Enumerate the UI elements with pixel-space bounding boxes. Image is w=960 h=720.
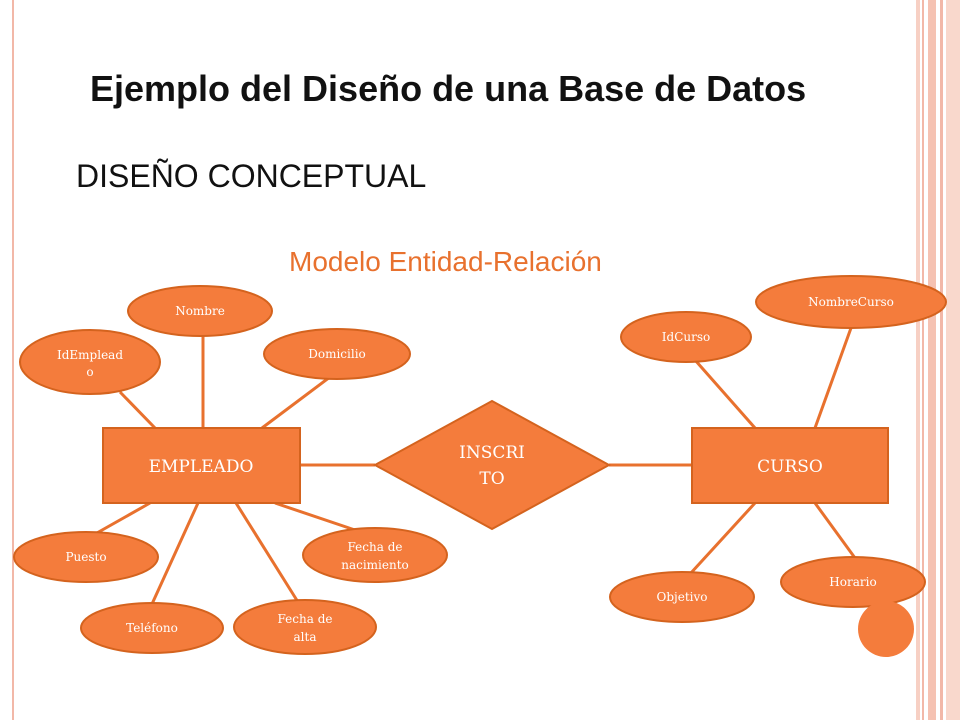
line-domicilio — [261, 375, 331, 430]
attribute-puesto: Puesto — [13, 531, 159, 583]
section-subtitle: DISEÑO CONCEPTUAL — [76, 158, 427, 194]
relationship-label-line1: INSCRI — [459, 443, 525, 463]
attribute-horario-label: Horario — [829, 575, 876, 589]
attribute-idempleado-label-line2: o — [86, 365, 93, 379]
page-title: Ejemplo del Diseño de una Base de Datos — [90, 68, 807, 109]
line-horario — [813, 502, 857, 559]
line-idempleado — [118, 390, 157, 430]
attribute-idcurso: IdCurso — [620, 311, 752, 363]
attribute-domicilio: Domicilio — [263, 328, 411, 380]
attribute-fecha-alta-label-line1: Fecha de — [278, 612, 333, 626]
attribute-nombrecurso-label: NombreCurso — [808, 295, 894, 309]
attribute-domicilio-label: Domicilio — [308, 347, 366, 361]
attribute-idempleado: IdEmplead o — [19, 329, 161, 395]
attribute-horario: Horario — [780, 556, 926, 608]
line-telefono — [150, 502, 200, 605]
decorative-circle — [858, 601, 914, 657]
entity-empleado: EMPLEADO — [102, 427, 301, 504]
attribute-fecha-alta-label-line2: alta — [294, 630, 317, 644]
line-fecha-nacimiento — [274, 501, 356, 532]
attribute-telefono-label: Teléfono — [126, 621, 178, 635]
attribute-nombrecurso: NombreCurso — [755, 275, 947, 329]
attribute-idcurso-label: IdCurso — [662, 330, 710, 344]
attribute-fecha-alta: Fecha de alta — [233, 599, 377, 655]
attribute-telefono: Teléfono — [80, 602, 224, 654]
relationship-inscrito: INSCRI TO — [372, 399, 612, 531]
attribute-fecha-nacimiento-label-line2: nacimiento — [341, 558, 409, 572]
frame-right-stripes — [916, 0, 960, 720]
connector-lines — [87, 327, 857, 605]
line-nombrecurso — [813, 327, 853, 429]
line-fecha-alta — [234, 502, 300, 603]
attribute-fecha-nacimiento: Fecha de nacimiento — [302, 527, 448, 583]
relationship-label-line2: TO — [479, 469, 504, 489]
attribute-fecha-nacimiento-label-line1: Fecha de — [348, 540, 403, 554]
entity-curso-label: CURSO — [757, 457, 823, 477]
attribute-nombre: Nombre — [127, 285, 273, 337]
diagram-title: Modelo Entidad-Relación — [289, 246, 602, 277]
line-idcurso — [693, 359, 757, 429]
line-objetivo — [688, 501, 757, 576]
frame-left-line — [12, 0, 14, 720]
attribute-idempleado-label-line1: IdEmplead — [57, 348, 123, 362]
attribute-objetivo-label: Objetivo — [656, 590, 707, 604]
attribute-objetivo: Objetivo — [609, 571, 755, 623]
entity-curso: CURSO — [691, 427, 889, 504]
entity-empleado-label: EMPLEADO — [149, 457, 254, 477]
attribute-puesto-label: Puesto — [65, 550, 106, 564]
attribute-nombre-label: Nombre — [175, 304, 225, 318]
